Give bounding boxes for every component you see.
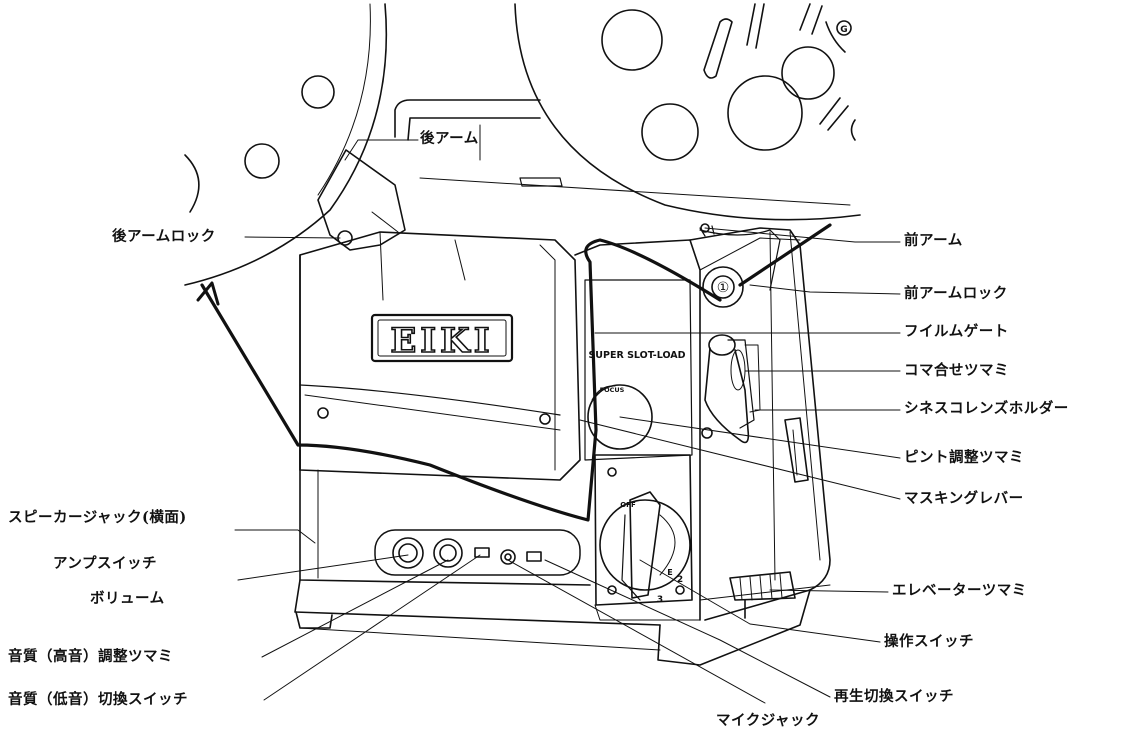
- label-bass-switch: 音質（低音）切換スイッチ: [8, 691, 188, 708]
- label-volume: ボリューム: [90, 590, 165, 607]
- side-body: [574, 223, 831, 621]
- leader-lines: [234, 139, 901, 704]
- dial-3-text: 3: [657, 595, 663, 605]
- brand-logo: EIKI: [390, 321, 493, 361]
- label-film-gate: フイルムゲート: [904, 323, 1009, 340]
- film-path: [200, 223, 832, 522]
- model-text: SUPER SLOT-LOAD: [588, 350, 685, 361]
- lens-housing: [299, 231, 581, 481]
- label-masking-lever: マスキングレバー: [904, 490, 1024, 507]
- side-bracket: [784, 417, 809, 483]
- dial-off-text: OFF: [620, 501, 636, 509]
- framing-knob: [701, 334, 761, 444]
- sprocket: [702, 266, 744, 308]
- front-reel: [514, 3, 861, 221]
- elevator-knob: [729, 571, 796, 619]
- control-strip: [374, 529, 581, 576]
- rear-arm: [317, 149, 406, 251]
- label-rear-arm-lock: 後アームロック: [112, 228, 216, 245]
- sprocket-mark: ①: [717, 280, 730, 296]
- base-unit: [294, 449, 831, 666]
- label-elevator-knob: エレベーターツマミ: [892, 582, 1027, 599]
- label-playback-switch: 再生切換スイッチ: [834, 688, 954, 705]
- label-cinescope-holder: シネスコレンズホルダー: [904, 400, 1069, 417]
- label-amp-switch: アンプスイッチ: [53, 555, 157, 572]
- dial-2-text: 2: [677, 575, 683, 585]
- carry-handle: [394, 99, 851, 206]
- focus-knob: [587, 384, 653, 450]
- label-front-arm: 前アーム: [904, 232, 963, 249]
- label-operation-switch: 操作スイッチ: [884, 633, 974, 650]
- dial-e-text: E: [667, 568, 672, 577]
- film-arrow: [196, 281, 220, 306]
- label-framing-knob: コマ合せツマミ: [904, 362, 1009, 379]
- brand-plate: [370, 313, 514, 363]
- label-treble-knob: 音質（高音）調整ツマミ: [8, 648, 173, 665]
- label-rear-arm: 後アーム: [420, 130, 479, 147]
- operation-dial: [599, 491, 691, 601]
- reel-mark: G: [840, 25, 847, 35]
- label-front-arm-lock: 前アームロック: [904, 285, 1008, 302]
- label-speaker-jack: スピーカージャック(横面): [8, 509, 187, 526]
- label-focus-knob: ピント調整ツマミ: [904, 449, 1024, 466]
- rear-reel: [184, 3, 388, 286]
- focus-text: FOCUS: [600, 386, 625, 394]
- label-mic-jack: マイクジャック: [716, 712, 820, 729]
